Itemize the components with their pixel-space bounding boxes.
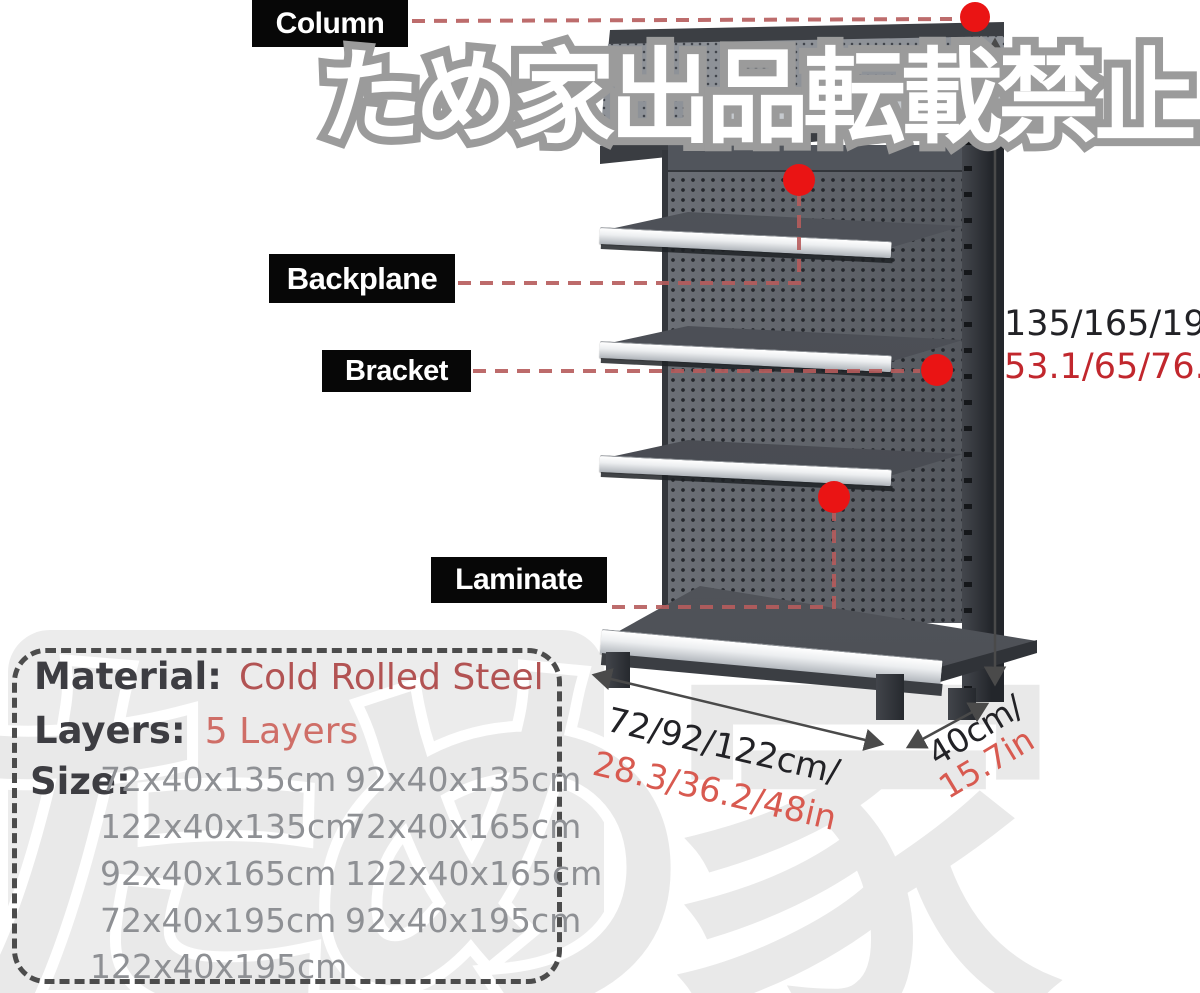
upright-column-slots (964, 140, 972, 688)
size-value: 72x40x165cm (345, 807, 582, 846)
size-value: 72x40x135cm (100, 760, 337, 799)
size-value: 92x40x135cm (345, 760, 582, 799)
height-cm-text: 135/165/195/ (1004, 304, 1200, 344)
material-label: Material: (34, 655, 222, 698)
laminate-label: Laminate (431, 557, 607, 603)
size-label-row: Size: (30, 760, 131, 803)
size-value: 122x40x135cm (100, 807, 358, 846)
layers-value: 5 Layers (204, 711, 359, 752)
material-row: Material: Cold Rolled Steel (34, 655, 544, 698)
laminate-label-text: Laminate (455, 563, 583, 596)
pegboard-top-rail (668, 145, 964, 172)
bracket-label: Bracket (322, 350, 471, 392)
backplane-label: Backplane (269, 254, 455, 303)
layers-label: Layers: (34, 709, 186, 752)
column-connector-line (411, 17, 953, 23)
height-inch-text: 53.1/65/76.8in (1004, 347, 1200, 387)
size-value: 122x40x165cm (345, 854, 603, 893)
layers-row: Layers: 5 Layers (34, 709, 358, 752)
size-value: 72x40x195cm (100, 901, 337, 940)
base-leg-middle (876, 674, 904, 720)
size-value: 122x40x195cm (90, 947, 348, 986)
spec-panel-background (8, 630, 604, 990)
spec-box-border (12, 648, 562, 984)
size-label: Size: (30, 760, 131, 803)
column-label-text: Column (275, 6, 385, 40)
size-value: 92x40x195cm (345, 901, 582, 940)
pegboard-left-edge (662, 150, 670, 622)
bracket-label-text: Bracket (345, 354, 448, 387)
base-leg-left (606, 652, 630, 688)
backplane-label-text: Backplane (286, 260, 438, 296)
size-value: 92x40x165cm (100, 854, 337, 893)
column-label: Column (252, 0, 408, 47)
material-value: Cold Rolled Steel (239, 657, 544, 698)
